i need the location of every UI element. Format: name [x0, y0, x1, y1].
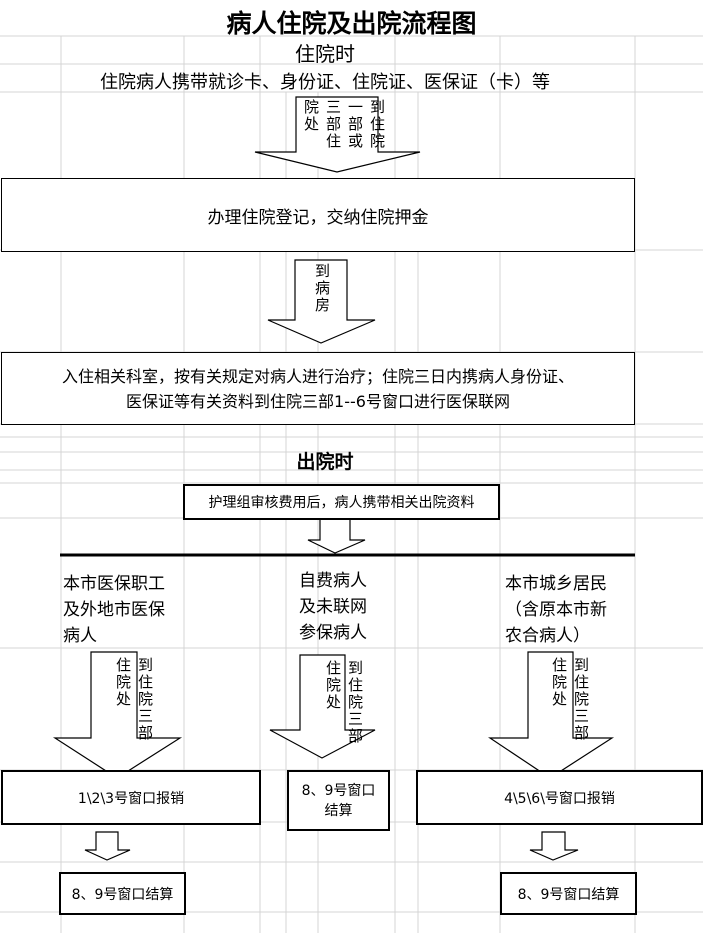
admission-documents: 住院病人携带就诊卡、身份证、住院证、医保证（卡）等 — [100, 72, 550, 93]
arrow-label: 到住院三部住院处 — [550, 657, 590, 742]
window-box-8-9-self-pay: 8、9号窗口结算 — [287, 770, 390, 831]
arrow-label: 到住院一部或三部住院处 — [302, 99, 386, 150]
arrow-label: 到病房 — [313, 263, 331, 314]
admission-step-treatment: 入住相关科室，按有关规定对病人进行治疗；住院三日内携病人身份证、 医保证等有关资… — [1, 352, 635, 425]
settle-box-left: 8、9号窗口结算 — [59, 872, 186, 915]
treatment-line-1: 入住相关科室，按有关规定对病人进行治疗；住院三日内携病人身份证、 — [61, 366, 574, 386]
group-label-self-pay: 自费病人 及未联网 参保病人 — [299, 571, 367, 643]
admission-heading: 住院时 — [295, 42, 355, 66]
admission-step-registration: 办理住院登记，交纳住院押金 — [1, 178, 635, 252]
down-arrow-icon — [488, 651, 615, 779]
down-arrow-icon — [267, 259, 376, 344]
group-label-rural: 本市城乡居民 （含原本市新 农合病人） — [505, 574, 607, 646]
discharge-step-review: 护理组审核费用后，病人携带相关出院资料 — [183, 484, 500, 520]
discharge-heading: 出院时 — [296, 451, 354, 473]
down-arrow-icon — [52, 651, 183, 779]
down-arrow-icon — [254, 96, 421, 173]
down-arrow-icon — [307, 517, 366, 554]
arrow-label: 到住院三部住院处 — [324, 660, 364, 745]
page-title: 病人住院及出院流程图 — [226, 9, 477, 38]
window-box-4-5-6: 4\5\6\号窗口报销 — [416, 770, 703, 825]
settle-box-right: 8、9号窗口结算 — [500, 872, 637, 915]
down-arrow-icon — [84, 831, 131, 861]
arrow-label: 到住院三部住院处 — [114, 657, 154, 742]
down-arrow-icon — [529, 831, 579, 861]
group-label-insured: 本市医保职工 及外地市医保 病人 — [63, 574, 165, 646]
window-box-1-2-3: 1\2\3号窗口报销 — [1, 770, 261, 825]
down-arrow-icon — [269, 654, 376, 759]
treatment-line-2: 医保证等有关资料到住院三部1--6号窗口进行医保联网 — [126, 391, 510, 411]
